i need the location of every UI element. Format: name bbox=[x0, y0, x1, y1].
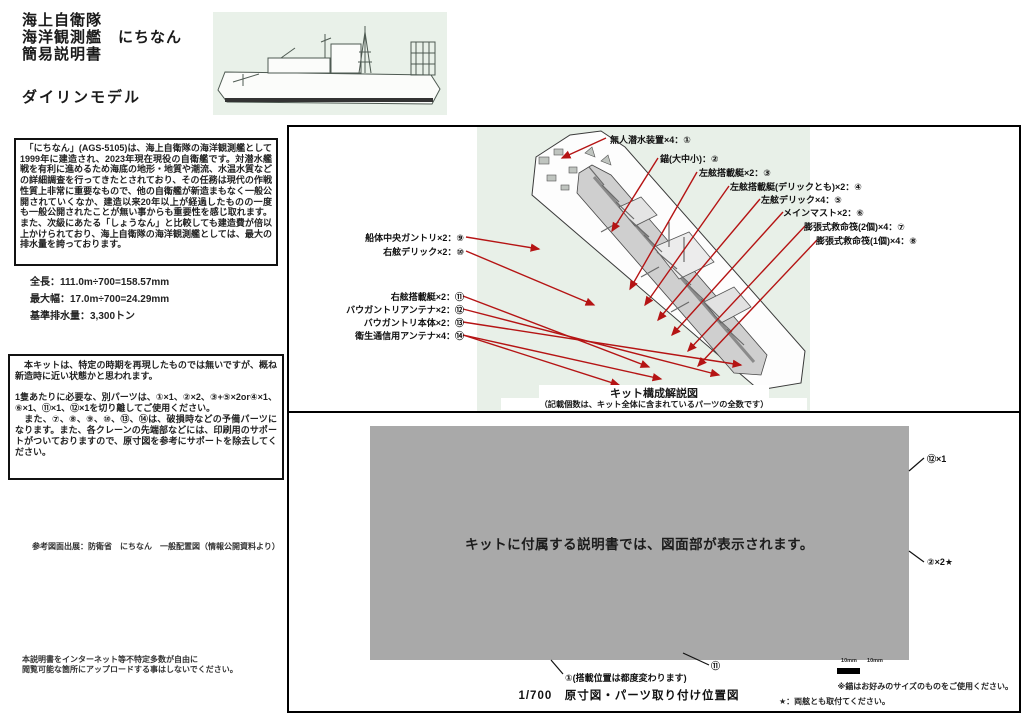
part-label-6: メインマスト×2：⑥ bbox=[783, 208, 864, 218]
kit-note-paragraph-3: また、⑦、⑧、⑨、⑩、⑬、⑭は、破損時などの予備パーツになります。また、各クレー… bbox=[15, 414, 277, 457]
kit-composition-drawing bbox=[462, 127, 818, 411]
anchor-size-note: ※錨はお好みのサイズのものをご使用ください。 bbox=[837, 682, 1013, 691]
title-line-1: 海上自衛隊 bbox=[22, 12, 103, 29]
placement-diagram-panel: キットに付属する説明書では、図面部が表示されます。 ⑫×1 ②×2★ ①(搭載位… bbox=[287, 411, 1021, 713]
leader-lines bbox=[462, 137, 818, 387]
part-label-8: 膨張式救命筏(1個)×4：⑧ bbox=[816, 236, 917, 246]
title-line-3: 簡易説明書 bbox=[22, 46, 103, 63]
placement-leader-lines bbox=[550, 457, 925, 675]
placement-label-2: ②×2★ bbox=[927, 557, 953, 567]
maker-name: ダイリンモデル bbox=[22, 89, 142, 106]
part-label-3: 左舷搭載艇×2：③ bbox=[699, 168, 771, 178]
placement-diagram-caption: 1/700 原寸図・パーツ取り付け位置図 bbox=[518, 690, 740, 702]
spec-beam: 最大幅：17.0m÷700=24.29mm bbox=[30, 294, 170, 305]
star-note: ★：両舷とも取付てください。 bbox=[779, 697, 890, 706]
placeholder-text: キットに付属する説明書では、図面部が表示されます。 bbox=[465, 537, 814, 552]
part-label-5: 左舷デリック×4：⑤ bbox=[761, 195, 842, 205]
spec-displacement: 基準排水量：3,300トン bbox=[30, 311, 136, 322]
kit-notes-box: 本キットは、特定の時期を再現したものでは無いですが、概ね新造時に近い状態かと思わ… bbox=[8, 354, 284, 480]
kit-note-paragraph-1: 本キットは、特定の時期を再現したものでは無いですが、概ね新造時に近い状態かと思わ… bbox=[15, 360, 277, 381]
part-label-14: 衛生通信用アンテナ×4：⑭ bbox=[355, 331, 464, 341]
specs-block: 全長：111.0m÷700=158.57mm 最大幅：17.0m÷700=24.… bbox=[30, 274, 270, 325]
ship-description-box: 「にちなん」(AGS-5105)は、海上自衛隊の海洋観測艦として1999年に建造… bbox=[14, 138, 278, 266]
part-label-12: バウガントリアンテナ×2：⑫ bbox=[346, 305, 464, 315]
kit-composition-panel: 無人潜水装置×4：① 錨(大中小)：② 左舷搭載艇×2：③ 左舷搭載艇(デリック… bbox=[287, 125, 1021, 413]
scale-label-1: 10mm bbox=[841, 658, 857, 664]
upload-note-line-2: 閲覧可能な箇所にアップロードする事はしないでください。 bbox=[22, 665, 238, 674]
placement-label-1: ①(搭載位置は都度変わります) bbox=[565, 673, 687, 683]
kit-diagram-caption-sub: （記載個数は、キット全体に含まれているパーツの全数です） bbox=[501, 398, 807, 410]
ship-profile-drawing bbox=[217, 26, 441, 105]
reference-source-note: 参考図面出展：防衛省 にちなん 一般配置図（情報公開資料より） bbox=[32, 542, 280, 551]
ship-profile-art bbox=[213, 12, 447, 115]
scale-label-2: 10mm bbox=[867, 658, 883, 664]
part-label-7: 膨張式救命筏(2個)×4：⑦ bbox=[804, 222, 905, 232]
part-label-13: バウガントリ本体×2：⑬ bbox=[363, 318, 464, 328]
placement-label-11: ⑪ bbox=[711, 661, 721, 671]
placement-label-12: ⑫×1 bbox=[927, 454, 947, 464]
scale-bar-black-segment bbox=[837, 668, 860, 674]
kit-note-paragraph-2: 1隻あたりに必要な、別パーツは、①×1、②×2、③+⑤×2or④×1、⑥×1、⑪… bbox=[15, 392, 277, 413]
title-line-2: 海洋観測艦 にちなん bbox=[22, 29, 183, 46]
upload-note-line-1: 本説明書をインターネット等不特定多数が自由に bbox=[22, 655, 198, 664]
part-label-10: 右舷デリック×2：⑩ bbox=[383, 247, 464, 257]
part-label-4: 左舷搭載艇(デリックとも)×2：④ bbox=[730, 182, 862, 192]
spec-length: 全長：111.0m÷700=158.57mm bbox=[30, 277, 170, 288]
part-label-9: 船体中央ガントリ×2：⑨ bbox=[365, 233, 464, 243]
upload-prohibition-note: 本説明書をインターネット等不特定多数が自由に 閲覧可能な箇所にアップロードする事… bbox=[22, 655, 282, 675]
part-label-11: 右舷搭載艇×2：⑪ bbox=[390, 292, 464, 302]
part-label-2: 錨(大中小)：② bbox=[660, 154, 719, 164]
drawing-placeholder-area: キットに付属する説明書では、図面部が表示されます。 bbox=[370, 426, 909, 660]
part-label-1: 無人潜水装置×4：① bbox=[610, 135, 691, 145]
kit-diagram-caption: キット構成解説図 bbox=[539, 385, 769, 401]
document-title: 海上自衛隊 海洋観測艦 にちなん 簡易説明書 bbox=[22, 12, 182, 63]
